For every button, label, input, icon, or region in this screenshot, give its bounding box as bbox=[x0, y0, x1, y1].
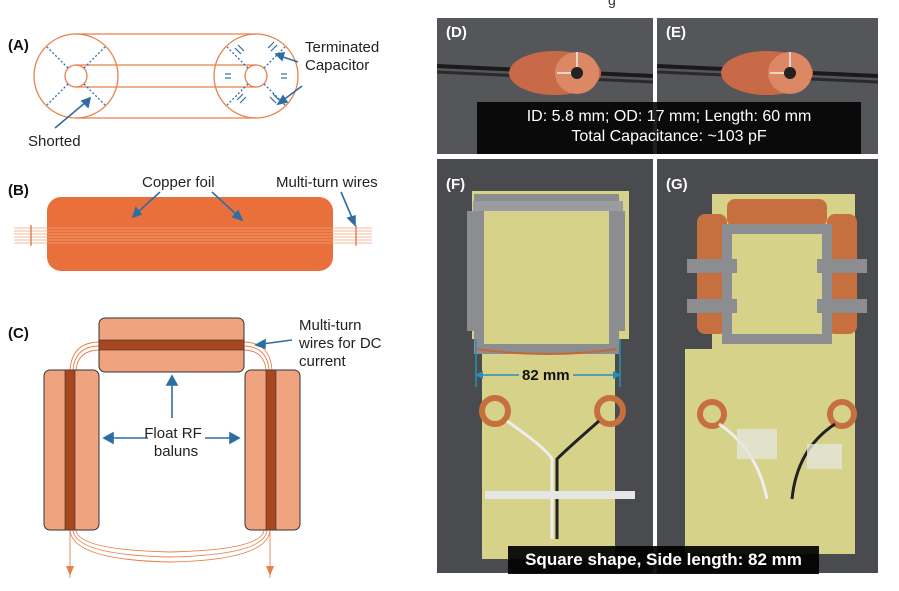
float-rf-line2: baluns bbox=[153, 443, 199, 460]
panel-b-label: (B) bbox=[8, 182, 29, 199]
panel-c-label: (C) bbox=[8, 325, 29, 342]
float-rf-line1: Float RF bbox=[144, 425, 202, 442]
photo-d-label: (D) bbox=[446, 24, 467, 41]
dimension-82mm-label: 82 mm bbox=[519, 367, 573, 384]
spec-line-2: Total Capacitance: ~103 pF bbox=[571, 128, 767, 145]
multi-turn-dc-line3: current bbox=[299, 353, 346, 370]
square-frame bbox=[474, 194, 619, 354]
panel-b-foil-diagram bbox=[14, 191, 372, 271]
photo-f-board bbox=[437, 159, 653, 573]
shorted-label: Shorted bbox=[28, 133, 81, 150]
coil-spec-caption: ID: 5.8 mm; OD: 17 mm; Length: 60 mm Tot… bbox=[477, 102, 861, 154]
photo-f-label: (F) bbox=[446, 176, 466, 193]
coax-cylinder bbox=[33, 33, 299, 119]
terminated-capacitor-label: Terminated Capacitor bbox=[305, 39, 379, 75]
multi-turn-dc-line1: Multi-turn bbox=[299, 317, 362, 334]
square-shape-text: Square shape, Side length: 82 mm bbox=[525, 550, 802, 569]
copper-foil-label: Copper foil bbox=[142, 174, 215, 191]
shorted-dotted-lines bbox=[46, 46, 286, 106]
capacitor-text: Capacitor bbox=[305, 57, 370, 74]
photo-e-label: (E) bbox=[666, 24, 686, 41]
capacitor-symbols bbox=[225, 41, 287, 104]
multi-turn-wire-bundle bbox=[14, 227, 372, 244]
terminated-text: Terminated bbox=[305, 39, 380, 56]
photo-g-board bbox=[657, 159, 878, 573]
panel-c-balun-diagram bbox=[43, 317, 301, 578]
multi-turn-dc-label: Multi-turn wires for DC current bbox=[299, 317, 382, 371]
photo-g-label: (G) bbox=[666, 176, 688, 193]
top-balun-stripe bbox=[98, 339, 245, 351]
panel-a-coax-diagram bbox=[33, 33, 303, 129]
float-rf-baluns-label: Float RF baluns bbox=[144, 425, 206, 461]
left-balun-stripe bbox=[64, 369, 76, 531]
panel-c-arrows bbox=[102, 338, 293, 445]
right-balun-stripe bbox=[265, 369, 277, 531]
panel-a-arrows bbox=[54, 52, 303, 129]
panel-a-label: (A) bbox=[8, 37, 29, 54]
square-shape-caption: Square shape, Side length: 82 mm bbox=[508, 546, 819, 574]
photo-g: (G) bbox=[657, 159, 878, 573]
multi-turn-wires-label: Multi-turn wires bbox=[276, 174, 378, 191]
photo-f: (F) 82 mm bbox=[437, 159, 653, 573]
multi-turn-dc-line2: wires for DC bbox=[299, 335, 382, 352]
panel-b-arrows bbox=[131, 191, 356, 227]
spec-line-1: ID: 5.8 mm; OD: 17 mm; Length: 60 mm bbox=[526, 108, 812, 125]
figure-top-text: g bbox=[608, 0, 616, 8]
